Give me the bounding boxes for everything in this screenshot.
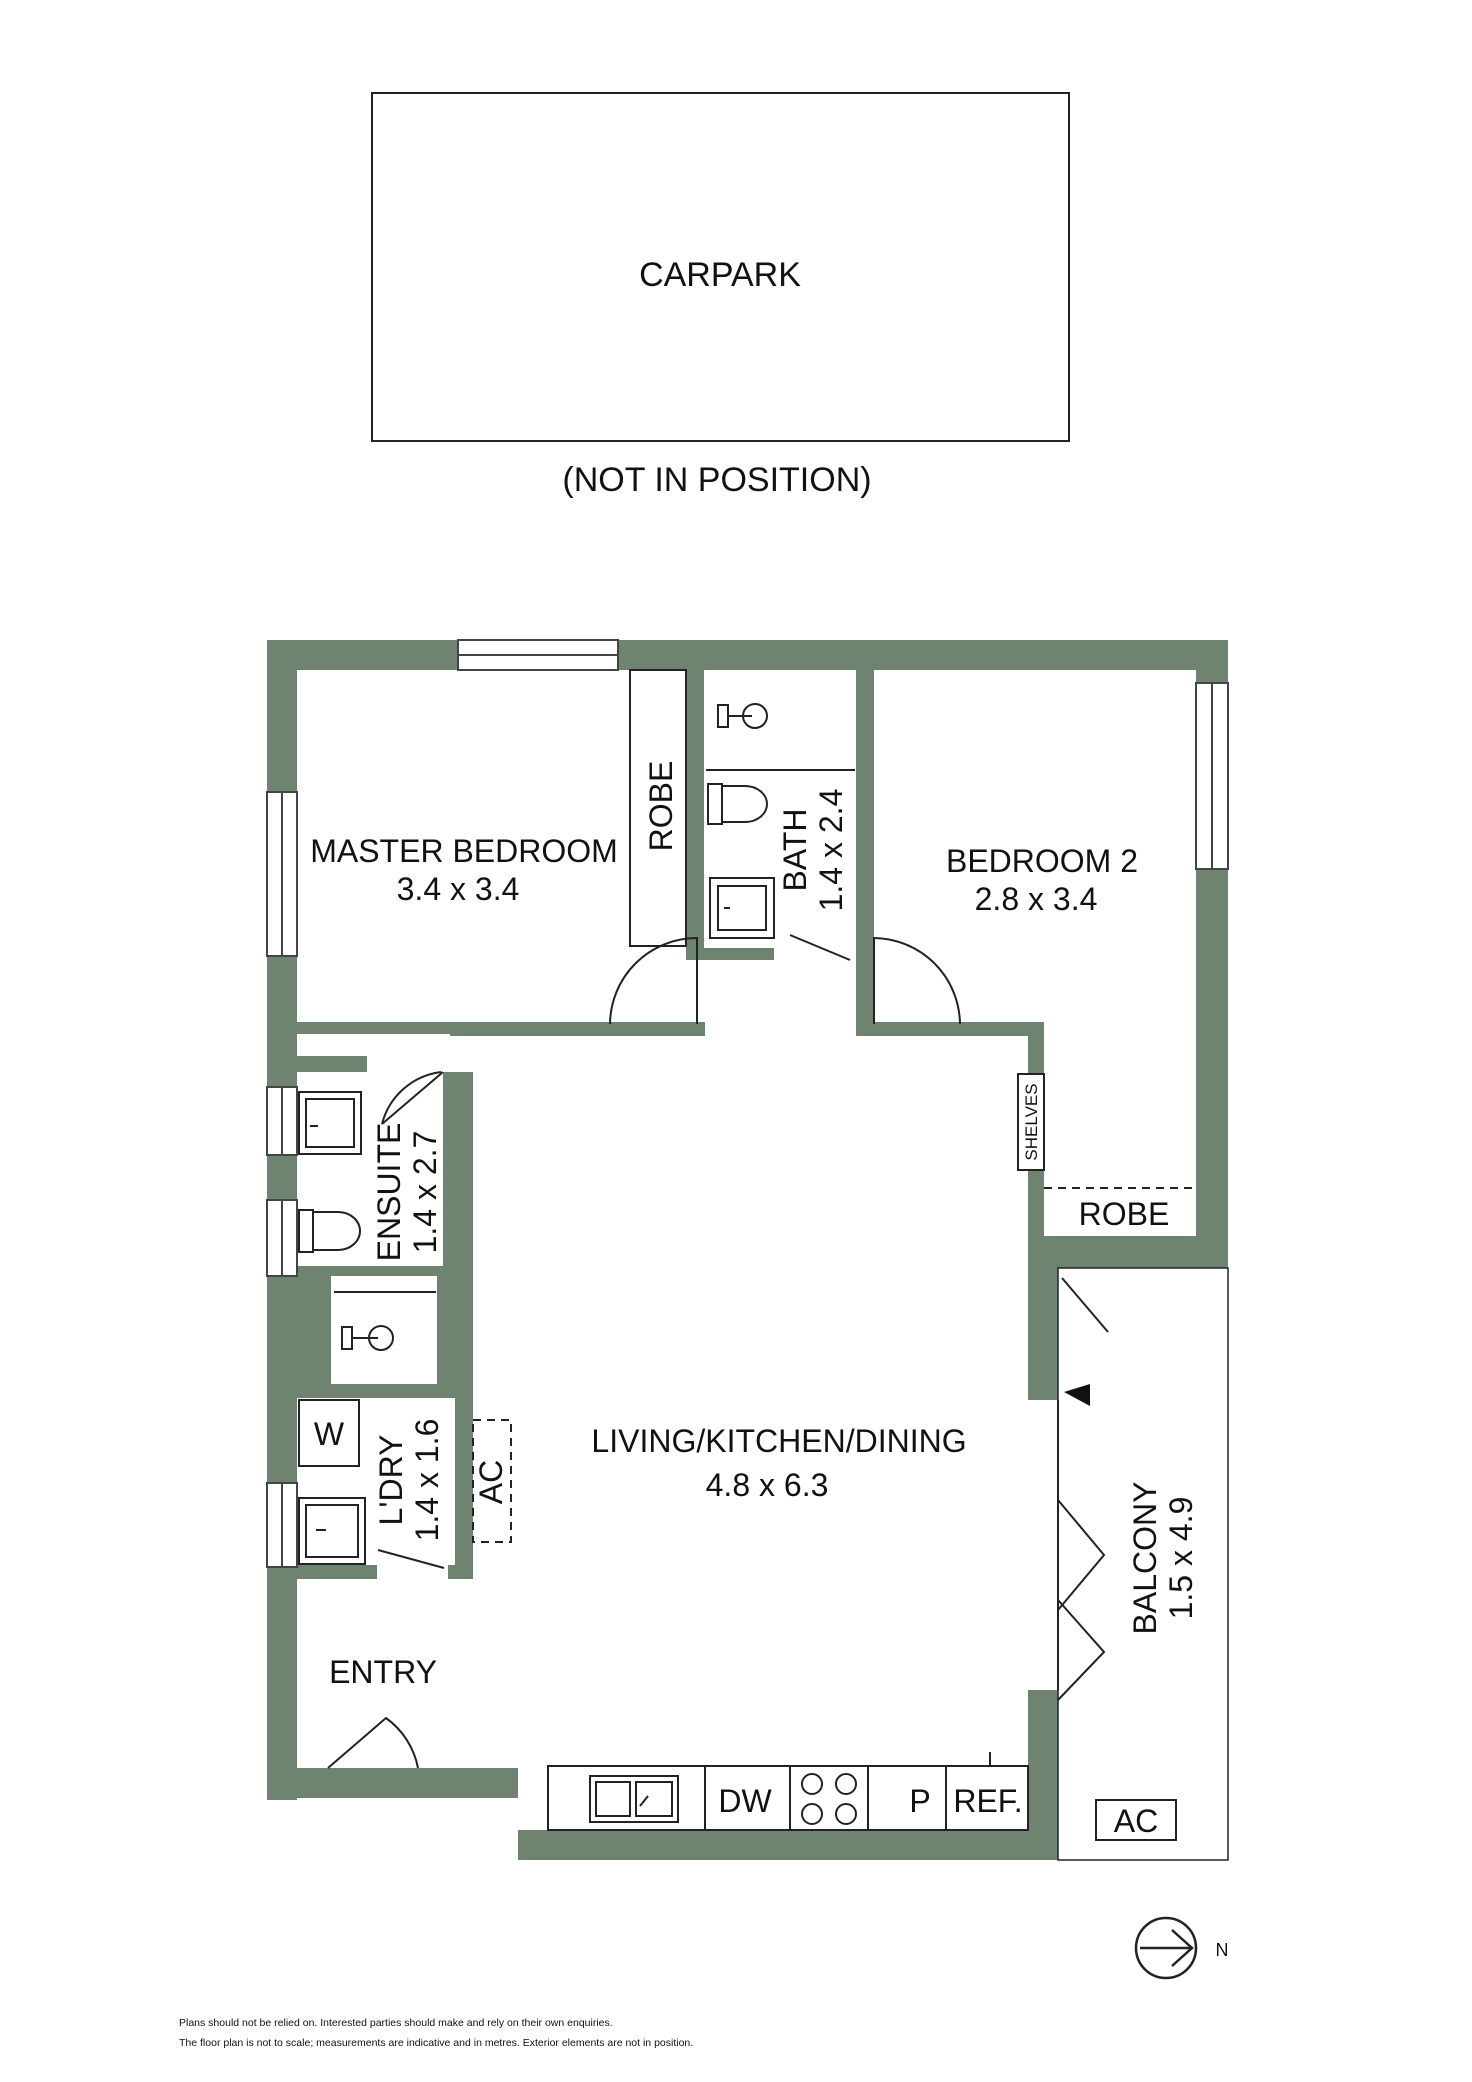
balcony-doors — [1057, 1277, 1109, 1701]
bedroom2-size: 2.8 x 3.4 — [975, 881, 1098, 917]
disclaimer-line2: The floor plan is not to scale; measurem… — [179, 2037, 693, 2049]
ensuite-fixtures — [298, 1091, 436, 1351]
living-size: 4.8 x 6.3 — [706, 1467, 829, 1503]
bath-door — [789, 934, 851, 961]
master-bedroom-name: MASTER BEDROOM — [310, 833, 618, 869]
kitchen-bench — [547, 1752, 1029, 1831]
balcony-name: BALCONY — [1127, 1482, 1163, 1635]
pantry-label: P — [909, 1783, 930, 1819]
compass-label: N — [1216, 1940, 1229, 1960]
carpark-box — [371, 92, 1070, 442]
laundry-sink — [298, 1497, 366, 1565]
bedroom2-name: BEDROOM 2 — [946, 843, 1138, 879]
bath-name: BATH — [777, 809, 813, 892]
shelves-label: SHELVES — [1022, 1083, 1041, 1160]
laundry-size: 1.4 x 1.6 — [409, 1419, 445, 1542]
balcony-size: 1.5 x 4.9 — [1163, 1497, 1199, 1620]
laundry-name: L'DRY — [373, 1435, 409, 1526]
shelves — [1017, 1073, 1045, 1171]
ensuite-door[interactable] — [381, 1071, 442, 1125]
bed2-robe-label: ROBE — [1079, 1196, 1170, 1232]
ensuite-name: ENSUITE — [371, 1123, 407, 1262]
master-bedroom-size: 3.4 x 3.4 — [397, 871, 520, 907]
living-name: LIVING/KITCHEN/DINING — [591, 1423, 966, 1459]
bedroom2-door[interactable] — [873, 936, 961, 1025]
windows — [266, 639, 1229, 1568]
ac-balcony — [1095, 1799, 1177, 1841]
north-arrow-icon — [1134, 1916, 1198, 1980]
carpark-label: CARPARK — [639, 256, 801, 294]
washer — [298, 1399, 360, 1467]
disclaimer-line1: Plans should not be relied on. Intereste… — [179, 2017, 613, 2029]
master-robe-label: ROBE — [643, 761, 679, 852]
bath-size: 1.4 x 2.4 — [813, 789, 849, 912]
ensuite-size: 1.4 x 2.7 — [407, 1131, 443, 1254]
bath-fixtures — [706, 703, 855, 939]
master-robe — [629, 669, 687, 947]
dishwasher-label: DW — [718, 1783, 772, 1819]
ac-balcony-label: AC — [1114, 1803, 1158, 1839]
ac-laundry — [472, 1419, 512, 1543]
fridge-label: REF. — [953, 1783, 1022, 1819]
carpark-note: (NOT IN POSITION) — [562, 461, 871, 499]
laundry-door[interactable] — [377, 1549, 445, 1569]
balcony-area — [1057, 1267, 1229, 1861]
ac-laundry-label: AC — [473, 1460, 509, 1504]
ensuite-door-line — [381, 1071, 444, 1125]
entry-name: ENTRY — [329, 1654, 437, 1690]
washer-label: W — [314, 1416, 345, 1452]
master-bedroom-door[interactable] — [609, 936, 698, 1025]
entry-door[interactable] — [327, 1716, 419, 1769]
